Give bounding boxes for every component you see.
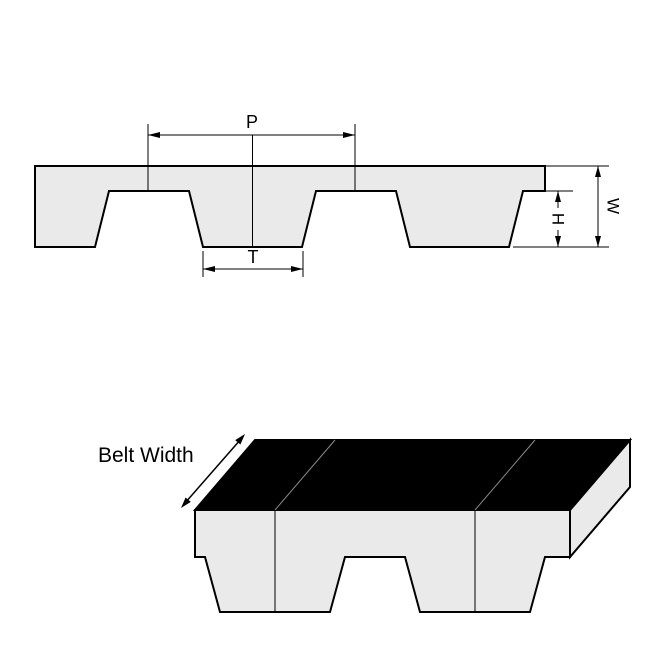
- dimension-belt-width: Belt Width: [98, 434, 245, 508]
- w-label: W: [604, 198, 623, 214]
- belt-front-face: [194, 509, 571, 613]
- t-arrowhead-left: [203, 266, 215, 272]
- belt-cross-section: P T H W: [34, 112, 623, 277]
- p-arrowhead-right: [343, 132, 355, 138]
- t-label: T: [248, 247, 259, 267]
- p-arrowhead-left: [148, 132, 160, 138]
- belt-width-arrow-line: [184, 438, 242, 504]
- belt-width-arrowhead-upper: [235, 434, 245, 445]
- dimension-pitch: P: [148, 112, 355, 138]
- top-surface-tooth-line-1: [274, 439, 336, 511]
- dimension-tooth-width: T: [202, 247, 304, 277]
- belt-top-surface: [192, 439, 633, 511]
- dimension-belt-thickness: W: [595, 166, 623, 247]
- h-label: H: [549, 213, 568, 225]
- h-arrowhead-bottom: [555, 236, 561, 247]
- w-arrowhead-bottom: [595, 236, 601, 247]
- w-arrowhead-top: [595, 166, 601, 177]
- dimension-tooth-height: H: [549, 191, 568, 247]
- t-arrowhead-right: [291, 266, 303, 272]
- p-label: P: [246, 112, 258, 132]
- top-surface-tooth-line-2: [474, 439, 536, 511]
- belt-width-arrowhead-lower: [181, 497, 191, 508]
- belt-width-label: Belt Width: [98, 444, 194, 467]
- belt-3d-view: Belt Width: [98, 434, 633, 613]
- h-arrowhead-top: [555, 191, 561, 202]
- belt-profile-shape: [34, 165, 546, 248]
